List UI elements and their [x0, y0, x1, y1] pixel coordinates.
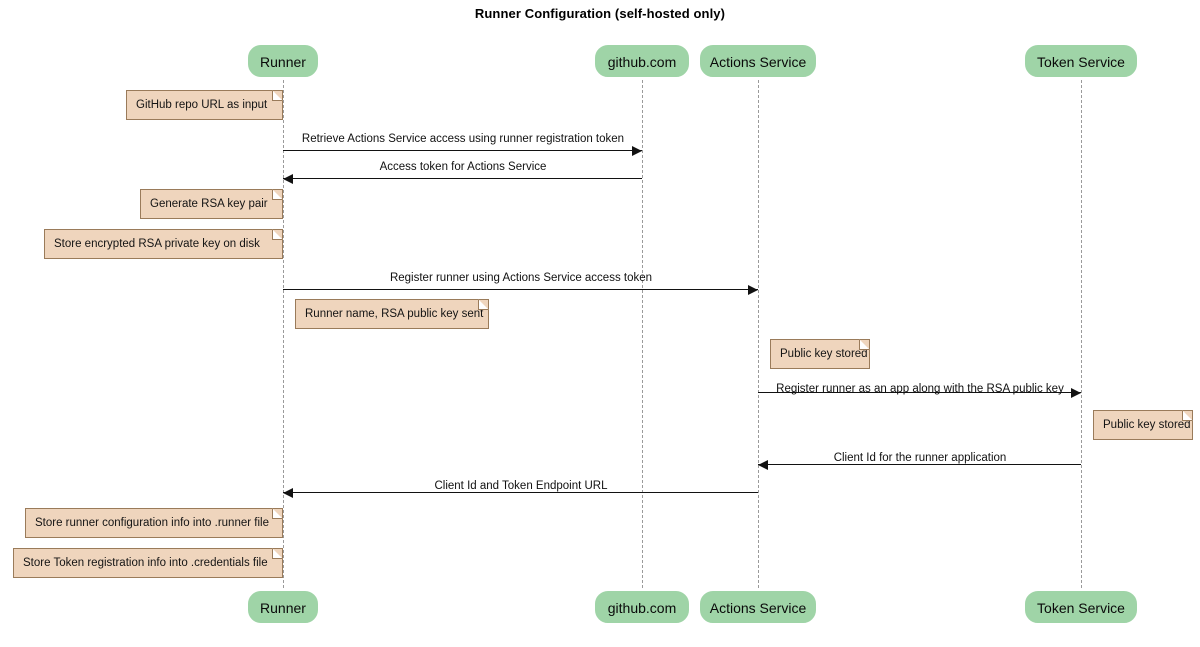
- participant-runner-top[interactable]: Runner: [248, 45, 318, 77]
- note-public-key-stored-actions: Public key stored: [770, 339, 870, 369]
- participant-actions-bottom[interactable]: Actions Service: [700, 591, 816, 623]
- note-text: Public key stored: [1103, 419, 1191, 431]
- message-line-register-runner: [283, 289, 758, 290]
- message-arrowhead-register-app: [1071, 388, 1081, 398]
- note-github-repo-url: GitHub repo URL as input: [126, 90, 283, 120]
- message-line-retrieve-access: [283, 150, 642, 151]
- note-public-key-stored-token: Public key stored: [1093, 410, 1193, 440]
- note-text: GitHub repo URL as input: [136, 99, 268, 111]
- message-arrowhead-register-runner: [748, 285, 758, 295]
- note-generate-rsa-key-pair: Generate RSA key pair: [140, 189, 283, 219]
- lifeline-actions: [758, 80, 759, 588]
- message-label-register-app: Register runner as an app along with the…: [776, 383, 1064, 395]
- page-title: Runner Configuration (self-hosted only): [474, 6, 726, 21]
- note-store-token-registration: Store Token registration info into .cred…: [13, 548, 283, 578]
- note-text: Generate RSA key pair: [150, 198, 268, 210]
- note-runner-name-public-key: Runner name, RSA public key sent: [295, 299, 489, 329]
- message-line-client-id-token-url: [283, 492, 758, 493]
- lifeline-runner: [283, 80, 284, 588]
- message-arrowhead-client-id: [758, 460, 768, 470]
- note-text: Store encrypted RSA private key on disk: [54, 238, 260, 250]
- note-store-runner-config: Store runner configuration info into .ru…: [25, 508, 283, 538]
- participant-token-bottom[interactable]: Token Service: [1025, 591, 1137, 623]
- participant-github-top[interactable]: github.com: [595, 45, 689, 77]
- participant-runner-bottom[interactable]: Runner: [248, 591, 318, 623]
- message-label-access-token: Access token for Actions Service: [379, 161, 547, 173]
- participant-actions-top[interactable]: Actions Service: [700, 45, 816, 77]
- participant-github-bottom[interactable]: github.com: [595, 591, 689, 623]
- lifeline-github: [642, 80, 643, 588]
- message-label-client-id-token-url: Client Id and Token Endpoint URL: [434, 480, 608, 492]
- message-arrowhead-retrieve-access: [632, 146, 642, 156]
- message-line-register-app: [758, 392, 1081, 393]
- message-label-client-id: Client Id for the runner application: [833, 452, 1007, 464]
- note-text: Store runner configuration info into .ru…: [35, 517, 269, 529]
- lifeline-token: [1081, 80, 1082, 588]
- note-text: Store Token registration info into .cred…: [23, 557, 268, 569]
- message-line-client-id: [758, 464, 1081, 465]
- message-line-access-token: [283, 178, 642, 179]
- message-label-retrieve-access: Retrieve Actions Service access using ru…: [301, 133, 625, 145]
- participant-token-top[interactable]: Token Service: [1025, 45, 1137, 77]
- message-arrowhead-access-token: [283, 174, 293, 184]
- note-store-encrypted-private-key: Store encrypted RSA private key on disk: [44, 229, 283, 259]
- note-text: Public key stored: [780, 348, 868, 360]
- message-label-register-runner: Register runner using Actions Service ac…: [389, 272, 653, 284]
- note-text: Runner name, RSA public key sent: [305, 308, 484, 320]
- message-arrowhead-client-id-token-url: [283, 488, 293, 498]
